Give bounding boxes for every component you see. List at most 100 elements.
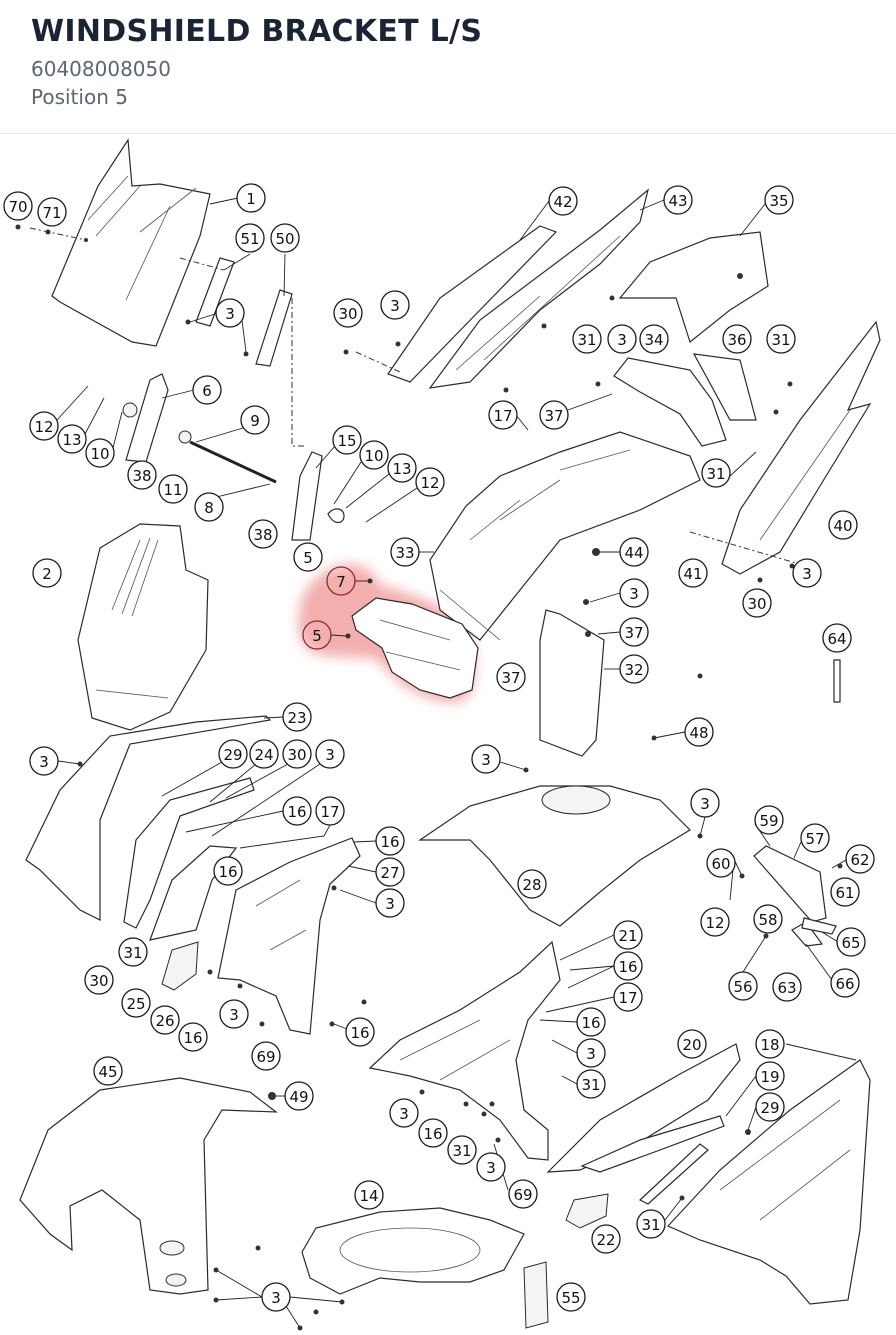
callout-10[interactable]: 10	[359, 440, 389, 470]
callout-30[interactable]: 30	[84, 965, 114, 995]
callout-56[interactable]: 56	[728, 971, 758, 1001]
callout-13[interactable]: 13	[387, 453, 417, 483]
callout-3[interactable]: 3	[476, 1152, 506, 1182]
callout-3[interactable]: 3	[315, 739, 345, 769]
callout-3[interactable]: 3	[607, 324, 637, 354]
callout-31[interactable]: 31	[766, 324, 796, 354]
callout-40[interactable]: 40	[828, 510, 858, 540]
callout-1[interactable]: 1	[236, 183, 266, 213]
callout-27[interactable]: 27	[375, 857, 405, 887]
callout-31[interactable]: 31	[572, 324, 602, 354]
callout-3[interactable]: 3	[215, 298, 245, 328]
callout-3[interactable]: 3	[380, 290, 410, 320]
callout-12[interactable]: 12	[700, 907, 730, 937]
callout-33[interactable]: 33	[390, 537, 420, 567]
callout-32[interactable]: 32	[619, 654, 649, 684]
callout-3[interactable]: 3	[219, 999, 249, 1029]
callout-5[interactable]: 5	[302, 620, 332, 650]
callout-45[interactable]: 45	[93, 1056, 123, 1086]
callout-50[interactable]: 50	[270, 223, 300, 253]
callout-25[interactable]: 25	[121, 988, 151, 1018]
callout-16[interactable]: 16	[418, 1118, 448, 1148]
callout-31[interactable]: 31	[447, 1135, 477, 1165]
callout-20[interactable]: 20	[677, 1029, 707, 1059]
callout-44[interactable]: 44	[619, 537, 649, 567]
callout-23[interactable]: 23	[282, 702, 312, 732]
callout-21[interactable]: 21	[613, 920, 643, 950]
callout-15[interactable]: 15	[332, 425, 362, 455]
callout-61[interactable]: 61	[830, 877, 860, 907]
callout-3[interactable]: 3	[261, 1282, 291, 1312]
callout-57[interactable]: 57	[800, 823, 830, 853]
callout-3[interactable]: 3	[690, 788, 720, 818]
callout-10[interactable]: 10	[85, 438, 115, 468]
callout-35[interactable]: 35	[764, 185, 794, 215]
callout-13[interactable]: 13	[57, 424, 87, 454]
callout-17[interactable]: 17	[488, 400, 518, 430]
callout-34[interactable]: 34	[639, 324, 669, 354]
callout-29[interactable]: 29	[218, 739, 248, 769]
callout-16[interactable]: 16	[576, 1007, 606, 1037]
callout-59[interactable]: 59	[754, 805, 784, 835]
callout-3[interactable]: 3	[619, 578, 649, 608]
callout-55[interactable]: 55	[556, 1282, 586, 1312]
callout-62[interactable]: 62	[845, 844, 875, 874]
callout-41[interactable]: 41	[678, 558, 708, 588]
callout-69[interactable]: 69	[508, 1179, 538, 1209]
callout-65[interactable]: 65	[836, 927, 866, 957]
callout-3[interactable]: 3	[576, 1038, 606, 1068]
callout-3[interactable]: 3	[375, 888, 405, 918]
callout-16[interactable]: 16	[213, 856, 243, 886]
callout-49[interactable]: 49	[284, 1081, 314, 1111]
callout-30[interactable]: 30	[282, 739, 312, 769]
callout-58[interactable]: 58	[753, 904, 783, 934]
callout-51[interactable]: 51	[235, 223, 265, 253]
callout-5[interactable]: 5	[293, 542, 323, 572]
callout-60[interactable]: 60	[706, 848, 736, 878]
callout-69[interactable]: 69	[251, 1041, 281, 1071]
callout-18[interactable]: 18	[755, 1029, 785, 1059]
callout-29[interactable]: 29	[755, 1092, 785, 1122]
callout-12[interactable]: 12	[29, 411, 59, 441]
callout-3[interactable]: 3	[29, 746, 59, 776]
callout-3[interactable]: 3	[471, 744, 501, 774]
callout-37[interactable]: 37	[619, 617, 649, 647]
callout-3[interactable]: 3	[792, 558, 822, 588]
callout-2[interactable]: 2	[32, 558, 62, 588]
callout-43[interactable]: 43	[663, 185, 693, 215]
callout-19[interactable]: 19	[755, 1061, 785, 1091]
callout-6[interactable]: 6	[192, 375, 222, 405]
callout-31[interactable]: 31	[118, 937, 148, 967]
callout-31[interactable]: 31	[576, 1069, 606, 1099]
callout-30[interactable]: 30	[333, 298, 363, 328]
callout-38[interactable]: 38	[127, 460, 157, 490]
callout-64[interactable]: 64	[822, 623, 852, 653]
callout-8[interactable]: 8	[194, 492, 224, 522]
callout-12[interactable]: 12	[415, 467, 445, 497]
callout-3[interactable]: 3	[389, 1098, 419, 1128]
callout-71[interactable]: 71	[37, 197, 67, 227]
callout-28[interactable]: 28	[517, 869, 547, 899]
callout-24[interactable]: 24	[249, 739, 279, 769]
callout-7[interactable]: 7	[326, 566, 356, 596]
callout-37[interactable]: 37	[496, 662, 526, 692]
callout-9[interactable]: 9	[240, 405, 270, 435]
callout-22[interactable]: 22	[591, 1224, 621, 1254]
callout-16[interactable]: 16	[375, 826, 405, 856]
callout-26[interactable]: 26	[150, 1005, 180, 1035]
callout-31[interactable]: 31	[636, 1209, 666, 1239]
callout-14[interactable]: 14	[354, 1180, 384, 1210]
callout-16[interactable]: 16	[178, 1022, 208, 1052]
callout-16[interactable]: 16	[613, 951, 643, 981]
callout-42[interactable]: 42	[548, 186, 578, 216]
callout-48[interactable]: 48	[684, 717, 714, 747]
callout-16[interactable]: 16	[282, 796, 312, 826]
callout-36[interactable]: 36	[722, 324, 752, 354]
callout-30[interactable]: 30	[742, 588, 772, 618]
callout-66[interactable]: 66	[830, 968, 860, 998]
callout-70[interactable]: 70	[3, 191, 33, 221]
callout-11[interactable]: 11	[158, 474, 188, 504]
callout-63[interactable]: 63	[772, 972, 802, 1002]
callout-17[interactable]: 17	[315, 796, 345, 826]
callout-38[interactable]: 38	[248, 519, 278, 549]
